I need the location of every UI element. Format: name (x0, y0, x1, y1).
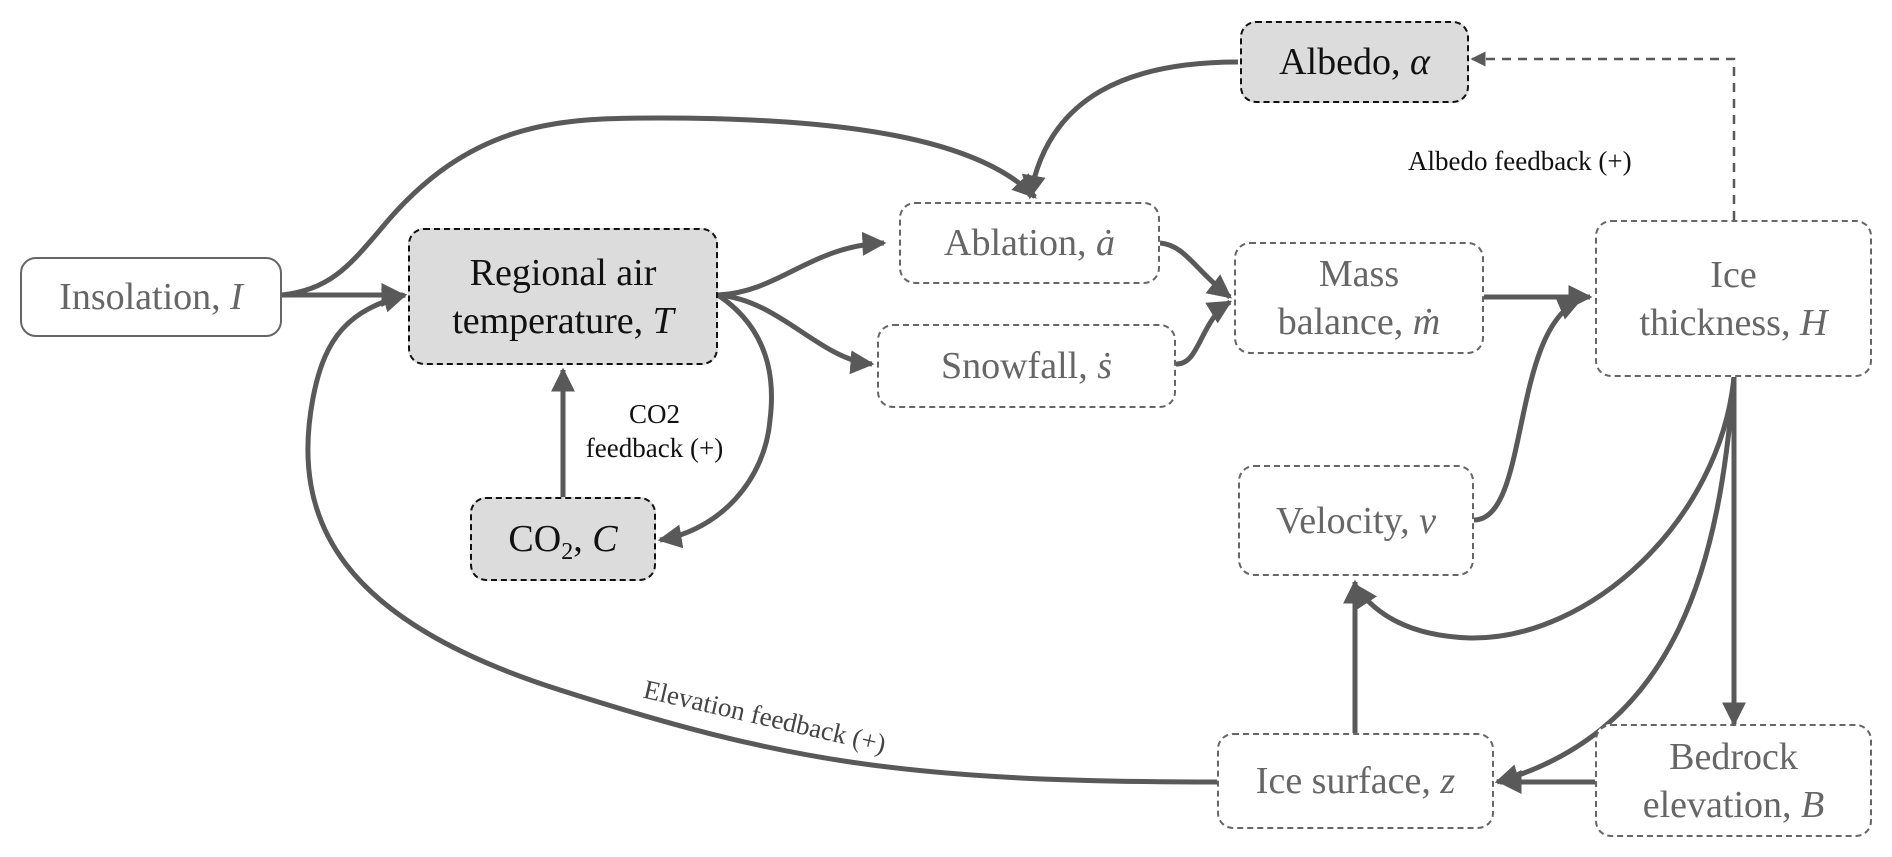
ice-thickness-line1: Ice (1710, 253, 1757, 296)
bedrock-symbol: B (1801, 783, 1825, 826)
ablation-label: Ablation, (944, 222, 1096, 264)
mass-balance-node: Mass balance, ṁ (1234, 242, 1484, 354)
co2-feedback-label: CO2 feedback (+) (572, 397, 737, 465)
edge-insolation-ablation (281, 115, 1037, 298)
temperature-line1: Regional air (469, 251, 657, 294)
edge-albedo-ablation (1021, 59, 1239, 200)
edge-velocity-icethickness (1473, 297, 1583, 523)
ice-thickness-node: Ice thickness, H (1595, 220, 1872, 377)
temperature-node: Regional air temperature, T (408, 228, 718, 365)
edge-snowfall-massbalance (1175, 299, 1233, 367)
edge-temperature-snowfall (717, 292, 875, 375)
edge-temperature-co2 (657, 292, 774, 549)
snowfall-label: Snowfall, (940, 345, 1098, 387)
edge-icethickness-velocity (1352, 376, 1737, 641)
albedo-label: Albedo, (1279, 41, 1410, 83)
edge-ablation-massbalance (1159, 240, 1232, 299)
ice-surface-symbol: z (1440, 760, 1456, 802)
bedrock-line1: Bedrock (1669, 735, 1798, 778)
snowfall-node: Snowfall, ṡ (877, 324, 1176, 408)
insolation-symbol: I (230, 276, 243, 318)
bedrock-node: Bedrock elevation, B (1595, 724, 1872, 837)
temperature-symbol: T (652, 299, 674, 342)
insolation-label: Insolation, (59, 276, 231, 318)
edge-icethickness-icesurface (1494, 376, 1737, 788)
insolation-node: Insolation, I (20, 257, 282, 337)
co2-label: CO (508, 518, 562, 560)
ice-surface-label: Ice surface, (1255, 760, 1441, 802)
velocity-node: Velocity, v (1238, 465, 1474, 576)
velocity-label: Velocity, (1275, 499, 1420, 542)
edge-icethickness-albedo (1470, 51, 1736, 220)
co2-subscript: 2 (561, 539, 574, 565)
co2-symbol: C (592, 518, 618, 560)
co2-node: CO2, C (470, 497, 656, 581)
co2-comma: , (573, 518, 593, 560)
mass-balance-line1: Mass (1318, 253, 1400, 295)
albedo-feedback-label: Albedo feedback (+) (1408, 146, 1632, 176)
co2-feedback-line1: CO2 (628, 399, 680, 429)
ablation-symbol: ȧ (1095, 222, 1115, 264)
temperature-line2: temperature, (452, 299, 653, 342)
albedo-symbol: α (1409, 41, 1430, 83)
albedo-node: Albedo, α (1240, 21, 1469, 103)
ice-thickness-symbol: H (1799, 301, 1828, 344)
mass-balance-symbol: ṁ (1412, 301, 1441, 343)
snowfall-symbol: ṡ (1097, 345, 1112, 387)
velocity-symbol: v (1419, 499, 1437, 542)
ablation-node: Ablation, ȧ (899, 202, 1160, 284)
edge-temperature-ablation (717, 231, 887, 298)
co2-feedback-line2: feedback (+) (585, 433, 724, 463)
edge-icesurface-temperature (305, 289, 1218, 785)
ice-surface-node: Ice surface, z (1217, 733, 1494, 829)
bedrock-line2: elevation, (1642, 783, 1802, 826)
mass-balance-line2: balance, (1277, 301, 1413, 343)
ice-thickness-line2: thickness, (1639, 301, 1800, 344)
